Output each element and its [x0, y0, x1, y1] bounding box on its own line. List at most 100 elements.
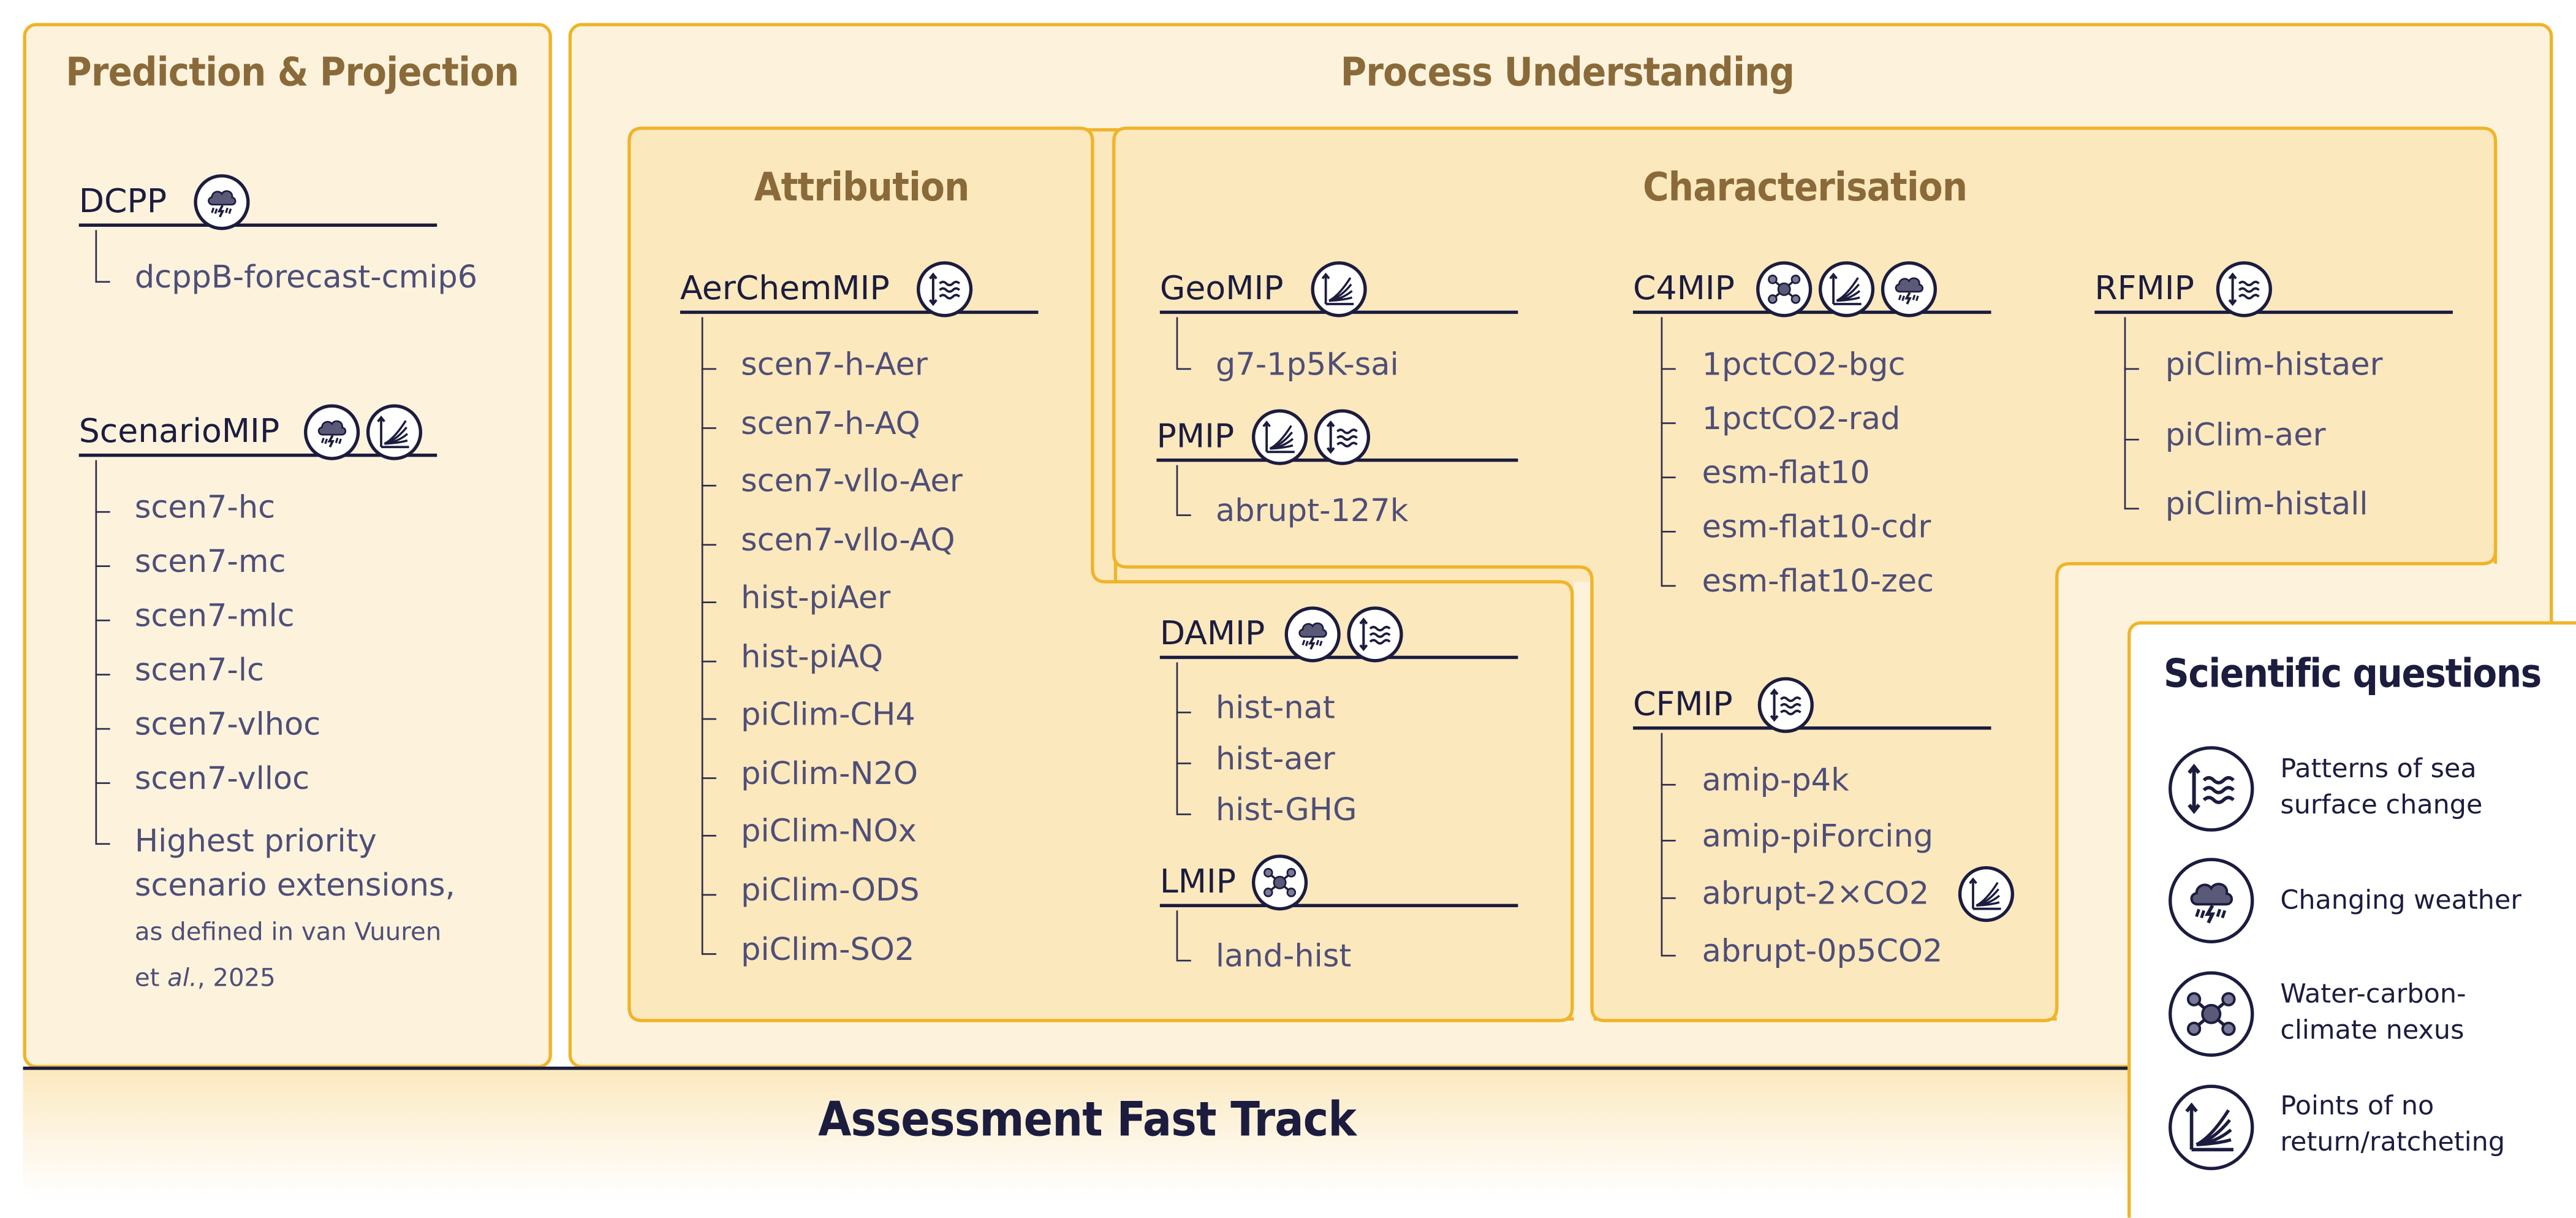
points-of-no-return-icon [1251, 409, 1308, 465]
experiment-list [1661, 733, 1663, 955]
water-carbon-icon [2169, 971, 2254, 1057]
experiment-list [2124, 317, 2126, 508]
tree-tick [701, 484, 716, 487]
changing-weather-icon [1881, 261, 1938, 318]
tree-tick [701, 660, 716, 663]
mip-pmip: PMIP [1156, 409, 1518, 465]
tree-tick [2124, 368, 2139, 370]
mip-name: DCPP [78, 180, 167, 221]
characterisation-title: Characterisation [1643, 164, 1968, 211]
tree-tick [95, 674, 110, 676]
tree-tick [1176, 368, 1191, 370]
experiment-label: piClim-N2O [741, 756, 919, 793]
experiment-label: piClim-SO2 [741, 932, 915, 969]
legend-label: Points of no [2280, 1089, 2434, 1121]
tree-tick [1661, 954, 1676, 957]
experiment-label: scen7-mc [134, 544, 286, 580]
assessment-fast-track-band [23, 1067, 2129, 1198]
mip-damip: DAMIP [1159, 606, 1518, 663]
mip-name: LMIP [1159, 861, 1237, 901]
mip-name: DAMIP [1159, 613, 1265, 653]
tree-tick [1661, 476, 1676, 479]
tree-tick [1661, 585, 1676, 587]
experiment-label: esm-flat10-cdr [1702, 509, 1931, 546]
tree-tick [1176, 514, 1191, 516]
experiment-label: 1pctCO2-bgc [1702, 346, 1906, 383]
experiment-label: dcppB-forecast-cmip6 [134, 259, 478, 296]
experiment-label: g7-1p5K-sai [1216, 346, 1399, 383]
legend-label: Water-carbon- [2280, 978, 2466, 1010]
mip-name: RFMIP [2094, 268, 2194, 308]
extension-note-line: as defined in van Vuuren [134, 917, 442, 947]
experiment-list [701, 317, 703, 954]
tree-tick [701, 834, 716, 837]
tree-tick [95, 728, 110, 730]
experiment-label: esm-flat10-zec [1702, 563, 1934, 600]
experiment-label: hist-aer [1216, 741, 1335, 778]
tree-tick [1661, 368, 1676, 370]
experiment-label: 1pctCO2-rad [1702, 401, 1901, 438]
tree-tick [1176, 813, 1191, 815]
experiment-label: piClim-aer [2165, 417, 2326, 454]
tree-tick [1661, 897, 1676, 899]
mip-cfmip: CFMIP [1633, 677, 1991, 733]
sea-surface-change-icon [2216, 261, 2272, 318]
tree-tick [701, 718, 716, 720]
tree-tick [701, 544, 716, 546]
experiment-label: scen7-vllo-AQ [741, 522, 955, 559]
mip-rfmip: RFMIP [2094, 261, 2453, 318]
mip-name: ScenarioMIP [78, 411, 280, 451]
tree-tick [1176, 763, 1191, 764]
process-understanding-title: Process Understanding [1340, 49, 1795, 96]
mip-name: CFMIP [1633, 683, 1733, 723]
mip-dcpp: DCPP [78, 174, 438, 230]
experiment-label: amip-p4k [1702, 763, 1849, 799]
experiment-list [1661, 317, 1663, 585]
tree-tick [1661, 840, 1676, 842]
experiment-label: piClim-ODS [741, 872, 920, 909]
prediction-projection-panel [23, 23, 552, 1068]
panel-notch-mask [1096, 131, 1114, 582]
tree-tick [2124, 438, 2139, 441]
experiment-label: abrupt-0p5CO2 [1702, 933, 1943, 970]
tree-tick [1661, 530, 1676, 533]
citation-part: et [134, 963, 168, 993]
legend-title: Scientific questions [2164, 650, 2542, 697]
water-carbon-icon [1756, 261, 1813, 318]
experiment-label: piClim-NOx [741, 813, 917, 850]
mip-scenariomip: ScenarioMIP [78, 404, 438, 460]
mip-aerchemmip: AerChemMIP [680, 261, 1039, 318]
experiment-label: scen7-vlloc [134, 761, 310, 797]
experiment-list [1176, 465, 1178, 515]
legend-label: surface change [2280, 788, 2483, 820]
experiment-label: scen7-vllo-Aer [741, 463, 963, 500]
tree-tick [701, 427, 716, 429]
points-of-no-return-icon [1818, 261, 1875, 318]
tree-tick [1176, 711, 1191, 714]
mip-lmip: LMIP [1159, 855, 1518, 911]
experiment-label: hist-piAQ [741, 639, 884, 676]
points-of-no-return-icon [1311, 261, 1367, 318]
experiment-label: scen7-h-Aer [741, 346, 928, 383]
experiment-label: scen7-mlc [134, 598, 295, 634]
experiment-label: amip-piForcing [1702, 818, 1934, 855]
tree-tick [95, 511, 110, 513]
changing-weather-icon [194, 174, 250, 230]
legend-label: Patterns of sea [2280, 752, 2477, 784]
fast-track-divider [23, 1067, 2129, 1070]
experiment-label: scen7-lc [134, 652, 264, 689]
prediction-projection-title: Prediction & Projection [66, 49, 519, 96]
sea-surface-change-icon [1757, 677, 1814, 733]
tree-tick [95, 619, 110, 622]
tree-tick [701, 368, 716, 370]
tree-tick [1661, 422, 1676, 424]
tree-tick [95, 843, 110, 845]
changing-weather-icon [1284, 606, 1341, 663]
extension-note-line: Highest priority [134, 823, 377, 860]
mip-name: AerChemMIP [680, 268, 890, 308]
tree-tick [2124, 508, 2139, 510]
experiment-label: hist-nat [1216, 690, 1335, 727]
experiment-label: land-hist [1216, 938, 1352, 975]
